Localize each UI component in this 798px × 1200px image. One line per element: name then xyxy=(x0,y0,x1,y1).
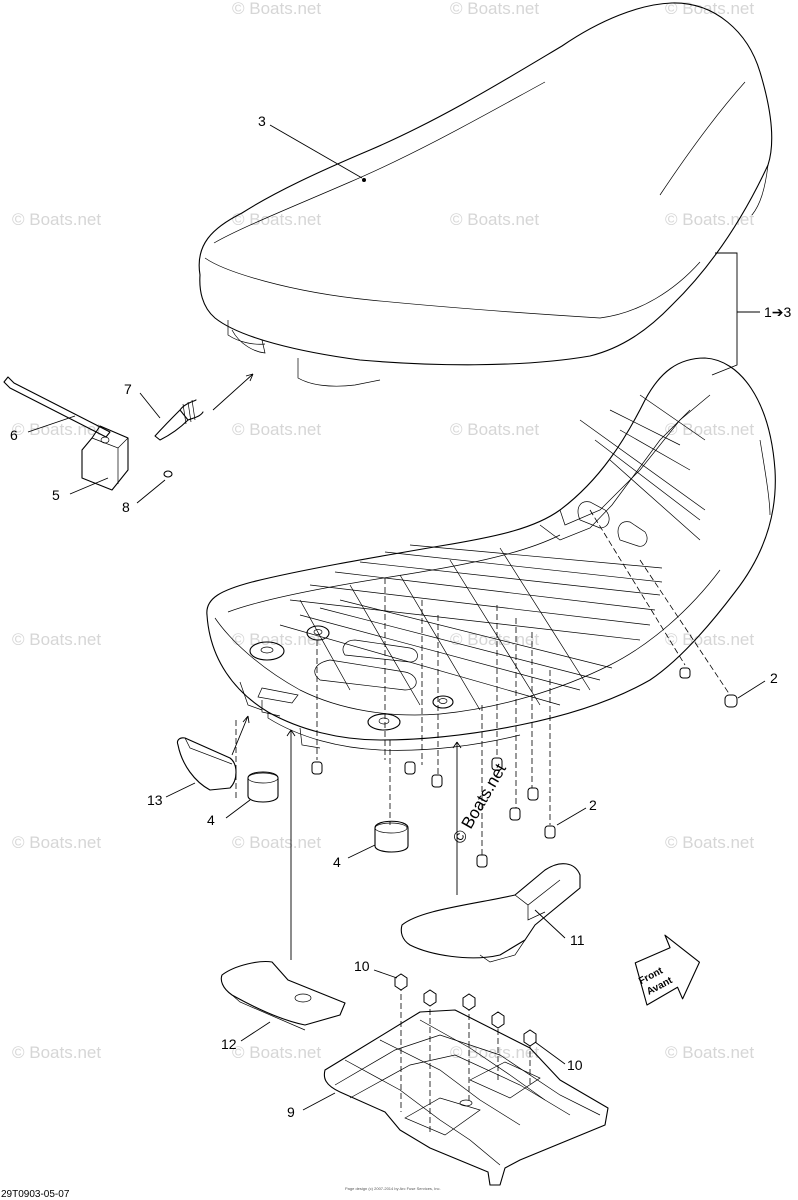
callout-labels: 3 1➔3 7 6 5 8 2 13 4 2 4 11 10 12 10 9 xyxy=(10,113,792,1120)
watermark: © Boats.net xyxy=(665,833,754,852)
bumper-part-4-lower xyxy=(374,820,409,853)
watermark: © Boats.net xyxy=(450,420,539,439)
callout-6: 6 xyxy=(10,427,18,443)
callout-11: 11 xyxy=(570,932,585,948)
bolts-part-10 xyxy=(394,973,537,1047)
pad-part-13 xyxy=(176,737,237,791)
watermark-dark: © Boats.net xyxy=(449,760,510,847)
assembly-bracket xyxy=(711,252,760,376)
callout-2-lower: 2 xyxy=(589,797,597,813)
callout-7: 7 xyxy=(124,381,132,397)
callout-12: 12 xyxy=(221,1036,237,1052)
front-direction-arrow: Front Avant xyxy=(634,934,700,1006)
watermark: © Boats.net xyxy=(12,420,101,439)
watermark: © Boats.net xyxy=(232,0,321,18)
pads-and-bumpers xyxy=(176,737,409,853)
watermark: © Boats.net xyxy=(12,1043,101,1062)
callout-4-lower: 4 xyxy=(333,854,341,870)
fasteners-part-2 xyxy=(311,667,738,868)
callout-13: 13 xyxy=(147,792,163,808)
watermark: © Boats.net xyxy=(232,630,321,649)
seat-center-dot xyxy=(362,178,366,182)
watermark: © Boats.net xyxy=(450,0,539,18)
watermark: © Boats.net xyxy=(232,1043,321,1062)
panel-part-12 xyxy=(220,961,346,1031)
seat-cushion xyxy=(198,2,773,387)
bracket-part-5 xyxy=(81,425,129,491)
watermark: © Boats.net xyxy=(450,210,539,229)
skid-plate-part-9 xyxy=(323,1009,609,1186)
callout-10-upper: 10 xyxy=(354,958,370,974)
watermark: © Boats.net xyxy=(665,630,754,649)
watermark: © Boats.net xyxy=(232,833,321,852)
callout-8: 8 xyxy=(122,499,130,515)
watermark: © Boats.net xyxy=(665,0,754,18)
watermark: © Boats.net xyxy=(12,210,101,229)
pin-part-6 xyxy=(3,376,111,438)
watermark: © Boats.net xyxy=(665,420,754,439)
callout-9: 9 xyxy=(287,1104,295,1120)
footer-fine-print: Page design (c) 2007-2014 by Arc Fuse Se… xyxy=(345,1186,441,1191)
watermark: © Boats.net xyxy=(232,420,321,439)
panel-part-11 xyxy=(400,863,581,963)
diagram-code: 29T0903-05-07 xyxy=(1,1189,70,1200)
seat-base xyxy=(206,357,776,751)
watermark: © Boats.net xyxy=(232,210,321,229)
latch-hardware xyxy=(3,376,204,491)
callout-1-3: 1➔3 xyxy=(764,304,792,320)
callout-4-upper: 4 xyxy=(207,812,215,828)
watermark: © Boats.net xyxy=(12,833,101,852)
leader-lines xyxy=(27,124,766,1111)
watermark: © Boats.net xyxy=(450,1043,539,1062)
callout-10-lower: 10 xyxy=(567,1057,583,1073)
watermark: © Boats.net xyxy=(12,630,101,649)
callout-3: 3 xyxy=(258,113,266,129)
bumper-part-4-upper xyxy=(247,771,279,803)
callout-2-right: 2 xyxy=(770,670,778,686)
watermark: © Boats.net xyxy=(665,1043,754,1062)
assembly-guides xyxy=(235,509,731,1135)
nut-part-8 xyxy=(163,470,173,478)
watermark: © Boats.net xyxy=(665,210,754,229)
spring-part-7 xyxy=(154,399,204,441)
callout-5: 5 xyxy=(52,487,60,503)
watermark-layer: © Boats.net © Boats.net © Boats.net © Bo… xyxy=(12,0,754,1062)
